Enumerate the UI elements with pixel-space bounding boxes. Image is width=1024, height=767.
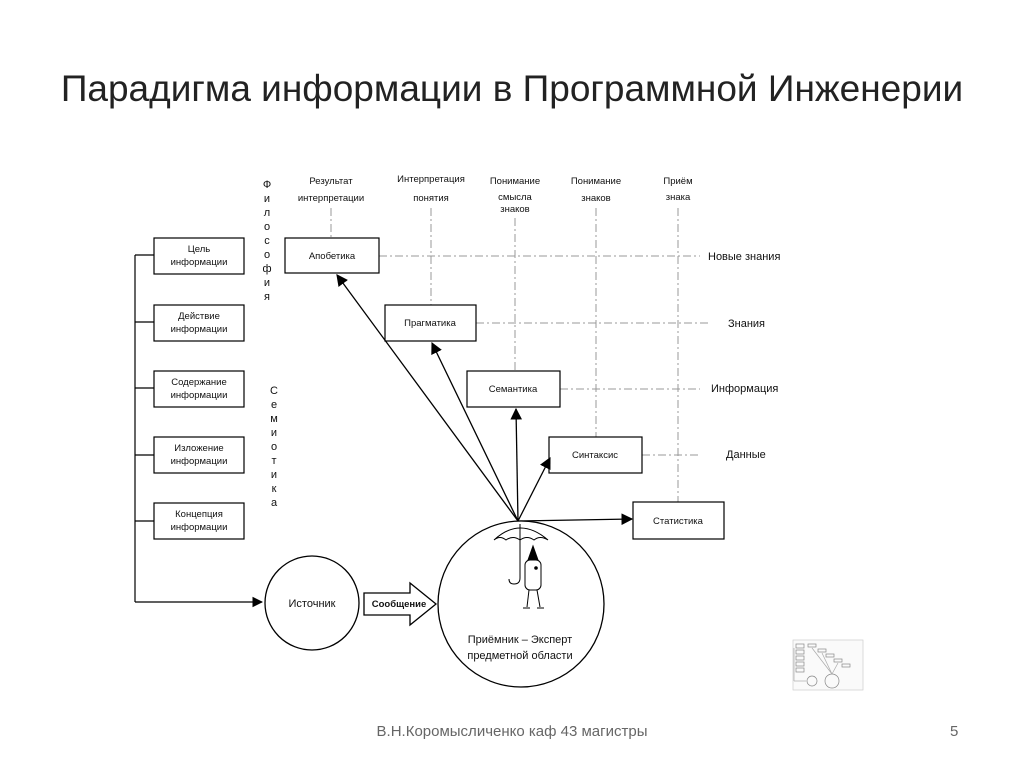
philosophy-letter: я — [264, 291, 270, 303]
philosophy-letter: с — [264, 235, 270, 247]
expert-figure-icon — [493, 524, 549, 609]
column-header-line3: знаков — [500, 204, 529, 215]
semiotics-letter: т — [271, 455, 276, 467]
stair-box-apobetics: Апобетика — [284, 237, 380, 274]
source-label: Источник — [289, 598, 336, 610]
semiotics-letter: к — [272, 483, 277, 495]
left-box-content-line1: Содержание — [171, 377, 227, 388]
column-header-line1: Результат — [309, 176, 353, 187]
left-box-concept-line1: Концепция — [175, 509, 223, 520]
stair-box-label: Синтаксис — [572, 450, 618, 461]
column-header-line1: Понимание — [490, 176, 540, 187]
column-header-line1: Интерпретация — [397, 174, 465, 185]
stair-box-syntax: Синтаксис — [548, 436, 643, 474]
philosophy-letter: л — [264, 207, 270, 219]
philosophy-vertical-label: Ф и л о с о ф и я — [262, 179, 271, 303]
left-box-action: Действие информации — [153, 304, 245, 342]
philosophy-letter: о — [264, 249, 270, 261]
left-box-goal-line1: Цель — [188, 244, 211, 255]
column-header-3: Понимание смысла знаков — [490, 176, 540, 215]
left-box-exposition: Изложение информации — [153, 436, 245, 474]
left-box-concept-line2: информации — [171, 522, 228, 533]
column-header-line2: знаков — [581, 193, 610, 204]
stair-box-semantics: Семантика — [466, 370, 561, 408]
left-bracket — [134, 254, 264, 608]
level-new-knowledge: Новые знания — [708, 251, 780, 263]
column-header-1: Результат интерпретации — [298, 176, 364, 204]
philosophy-letter: и — [264, 193, 270, 205]
philosophy-letter: и — [264, 277, 270, 289]
left-box-exposition-line2: информации — [171, 456, 228, 467]
column-header-line2: понятия — [413, 193, 449, 204]
semiotics-letter: о — [271, 441, 277, 453]
column-header-2: Интерпретация понятия — [397, 174, 465, 204]
stair-box-statistics: Статистика — [632, 501, 725, 540]
column-header-4: Понимание знаков — [571, 176, 621, 204]
stair-box-label: Статистика — [653, 516, 704, 527]
slide-title: Парадигма информации в Программной Инжен… — [60, 68, 964, 109]
philosophy-letter: Ф — [263, 179, 271, 191]
stair-box-label: Семантика — [489, 384, 538, 395]
message-label: Сообщение — [372, 599, 427, 610]
column-header-line2: смысла — [498, 192, 532, 203]
diagram-thumbnail-icon — [792, 639, 864, 691]
receiver-label-line1: Приёмник – Эксперт — [468, 634, 572, 646]
left-box-action-line2: информации — [171, 324, 228, 335]
semiotics-vertical-label: С е м и о т и к а — [270, 385, 278, 509]
semiotics-letter: и — [271, 427, 277, 439]
stair-box-label: Прагматика — [404, 318, 456, 329]
semiotics-letter: а — [271, 497, 278, 509]
level-information: Информация — [711, 383, 778, 395]
left-box-content: Содержание информации — [153, 370, 245, 408]
semiotics-letter: и — [271, 469, 277, 481]
level-knowledge: Знания — [728, 318, 765, 330]
column-header-line2: знака — [666, 192, 691, 203]
level-data: Данные — [726, 449, 766, 461]
grid-lines — [330, 208, 710, 502]
semiotics-letter: е — [271, 399, 277, 411]
column-header-5: Приём знака — [663, 176, 692, 203]
slide-footer: В.Н.Коромысличенко каф 43 магистры — [376, 723, 648, 740]
stair-box-pragmatics: Прагматика — [384, 304, 477, 342]
left-box-concept: Концепция информации — [153, 502, 245, 540]
left-box-content-line2: информации — [171, 390, 228, 401]
page-number: 5 — [950, 723, 959, 740]
column-header-line2: интерпретации — [298, 193, 364, 204]
receiver-arrows — [336, 274, 634, 526]
receiver-label-line2: предметной области — [467, 650, 572, 662]
message-arrow: Сообщение — [363, 581, 438, 627]
left-box-goal-line2: информации — [171, 257, 228, 268]
left-box-exposition-line1: Изложение — [174, 443, 223, 454]
philosophy-letter: о — [264, 221, 270, 233]
left-box-action-line1: Действие — [178, 311, 220, 322]
semiotics-letter: м — [270, 413, 278, 425]
semiotics-letter: С — [270, 385, 278, 397]
philosophy-letter: ф — [262, 263, 271, 275]
receiver-node: Приёмник – Эксперт предметной области — [437, 520, 605, 688]
stair-box-label: Апобетика — [309, 251, 356, 262]
column-header-line1: Приём — [663, 176, 692, 187]
source-node: Источник — [264, 555, 360, 651]
left-box-goal: Цель информации — [153, 237, 245, 275]
column-header-line1: Понимание — [571, 176, 621, 187]
